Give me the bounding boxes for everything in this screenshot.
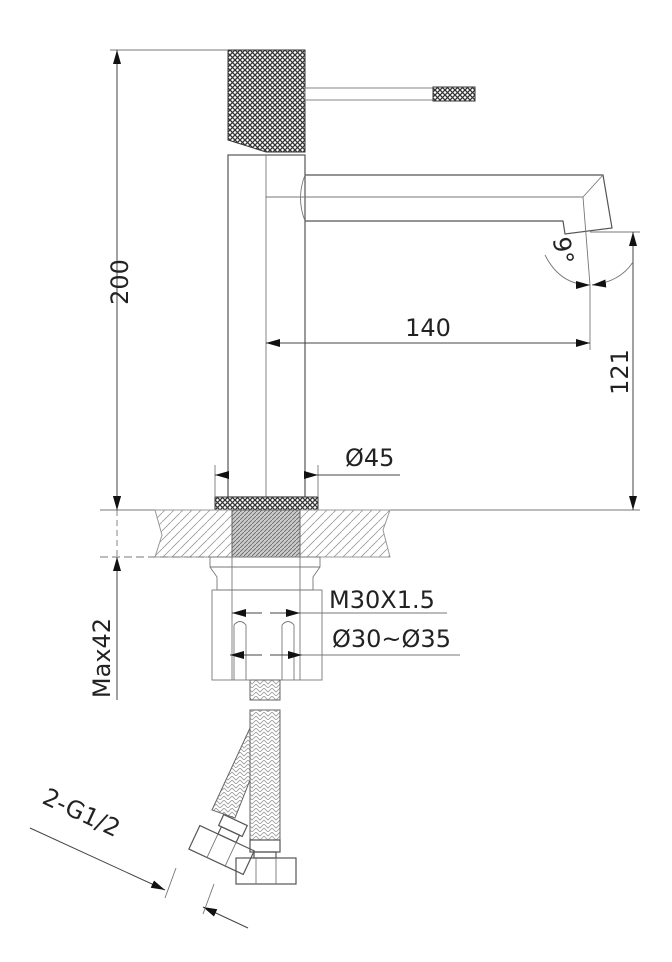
connection-label: 2-G1/2 <box>38 783 124 843</box>
countertop <box>100 509 640 558</box>
base-diameter-label: Ø45 <box>345 444 394 472</box>
hole-diameter-label: Ø30~Ø35 <box>332 625 451 653</box>
dimension-base-diameter: Ø45 <box>214 444 400 497</box>
spout-angle-label: 9° <box>547 235 579 267</box>
spout-reach-label: 140 <box>405 314 451 342</box>
dimension-200: 200 <box>106 49 228 510</box>
dimension-121: 121 <box>590 231 640 510</box>
hoses <box>188 679 297 885</box>
dimension-thread: M30X1.5 <box>232 586 447 617</box>
max-thickness-label: Max42 <box>88 618 116 698</box>
dimension-hole: Ø30~Ø35 <box>230 625 460 659</box>
dimension-max42: Max42 <box>88 480 121 700</box>
height-total-label: 200 <box>106 259 134 305</box>
spout-height-label: 121 <box>606 349 634 395</box>
thread-label: M30X1.5 <box>329 586 435 614</box>
dimension-140: 140 <box>266 285 591 350</box>
handle <box>227 49 476 153</box>
dimension-angle: 9° <box>544 235 634 289</box>
fixing-nut <box>209 556 323 681</box>
